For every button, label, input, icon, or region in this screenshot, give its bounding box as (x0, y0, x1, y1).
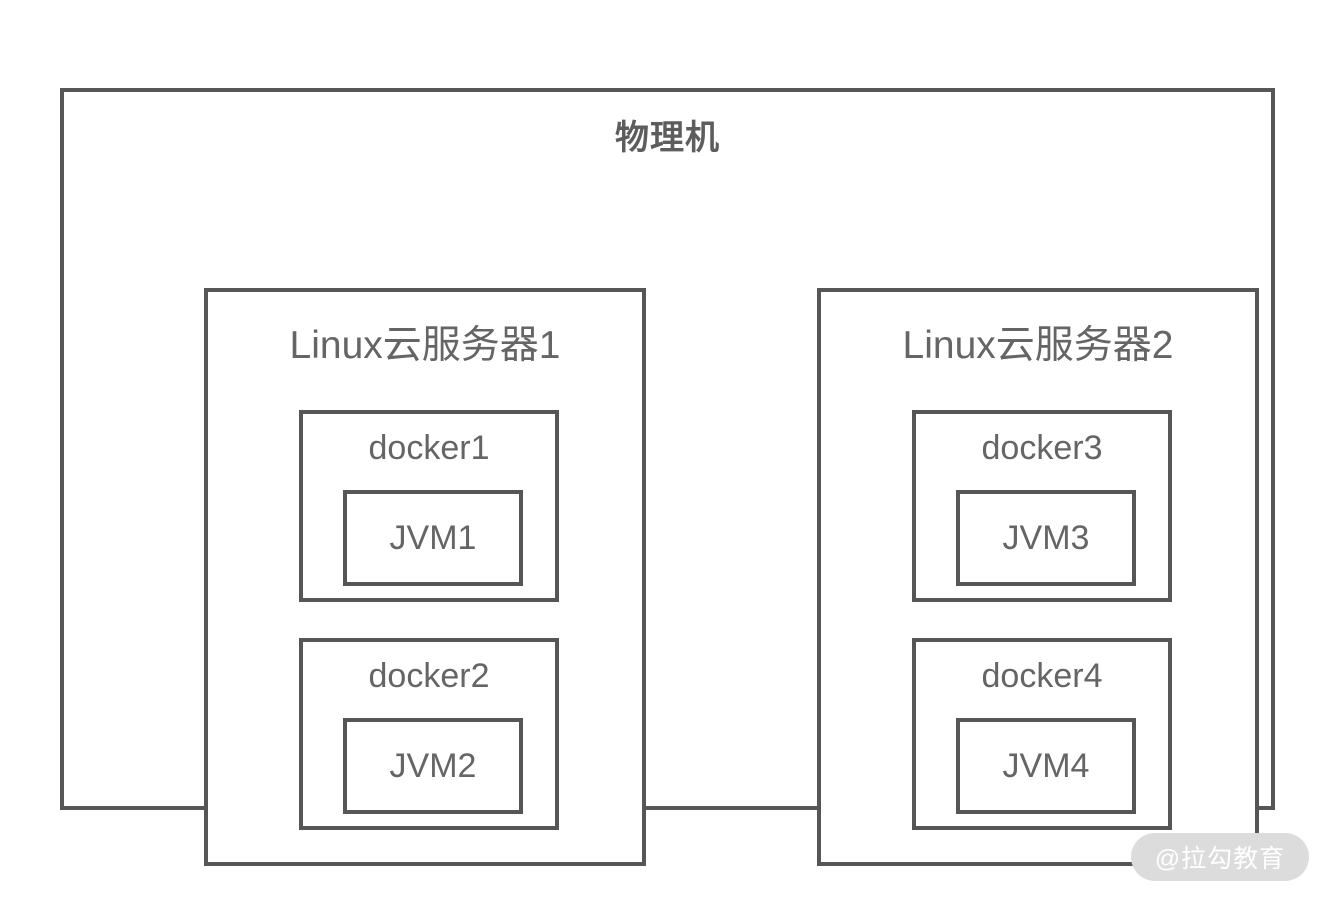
physical-machine-title: 物理机 (615, 119, 720, 157)
docker3-title: docker3 (981, 429, 1103, 467)
jvm1-label: JVM1 (389, 519, 477, 557)
docker1-title: docker1 (368, 429, 490, 467)
linux-server-1-box: Linux云服务器1 docker1 JVM1 docker2 JVM2 (204, 288, 646, 866)
docker4-box: docker4 JVM4 (912, 638, 1172, 830)
jvm2-box: JVM2 (343, 718, 523, 814)
docker1-box: docker1 JVM1 (299, 410, 559, 602)
linux-server-2-title: Linux云服务器2 (902, 324, 1174, 367)
docker4-title: docker4 (981, 657, 1103, 695)
docker2-box: docker2 JVM2 (299, 638, 559, 830)
physical-machine-box: 物理机 Linux云服务器1 docker1 JVM1 docker2 JVM2… (60, 88, 1275, 866)
jvm4-label: JVM4 (1002, 747, 1090, 785)
jvm3-box: JVM3 (956, 490, 1136, 586)
docker3-box: docker3 JVM3 (912, 410, 1172, 602)
jvm2-label: JVM2 (389, 747, 477, 785)
docker2-title: docker2 (368, 657, 490, 695)
linux-server-2-box: Linux云服务器2 docker3 JVM3 docker4 JVM4 (817, 288, 1259, 866)
jvm3-label: JVM3 (1002, 519, 1090, 557)
watermark-badge: @拉勾教育 (1131, 833, 1309, 881)
jvm1-box: JVM1 (343, 490, 523, 586)
linux-server-1-title: Linux云服务器1 (289, 324, 561, 367)
jvm4-box: JVM4 (956, 718, 1136, 814)
